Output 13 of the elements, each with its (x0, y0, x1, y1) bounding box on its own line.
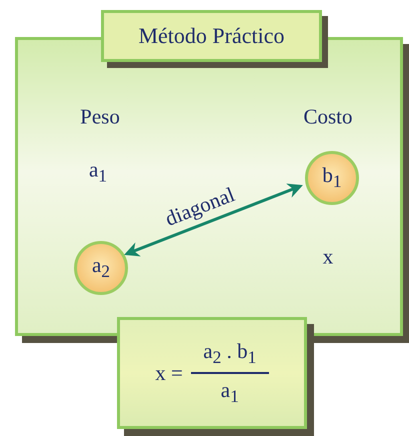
text-label: a$_{1}$ (88, 157, 108, 187)
circle-node (305, 151, 359, 205)
title-text: Método Práctico (138, 23, 285, 49)
denominator-text: a$_{1}$ (190, 372, 269, 408)
formula-text: x = (155, 360, 183, 386)
double-arrow (124, 184, 303, 256)
text-label: x (322, 244, 334, 270)
circle-node (74, 241, 128, 295)
text-label: Peso (80, 104, 120, 130)
numerator-text: a$_{2}$ . b$_{1}$ (202, 338, 258, 369)
text-label: Costo (304, 104, 352, 130)
circle-label: b$_{1}$ (322, 163, 342, 193)
circle-label: a$_{2}$ (92, 253, 110, 283)
